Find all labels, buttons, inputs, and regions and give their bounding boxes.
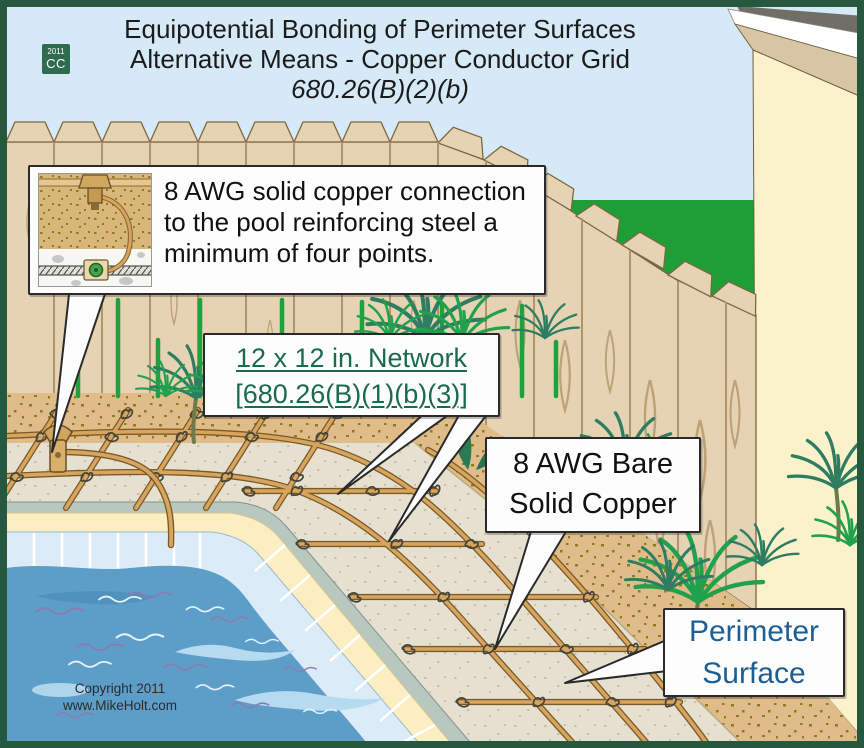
pool-water (6, 565, 385, 742)
bare-copper-callout: 8 AWG Bare Solid Copper (485, 437, 701, 533)
network-code-reference: [680.26(B)(1)(b)(3)] (235, 379, 468, 409)
network-line-1: 12 x 12 in. Network (235, 343, 468, 373)
bare-copper-callout-text: 8 AWG Bare Solid Copper (487, 439, 699, 524)
title-code-reference: 680.26(B)(2)(b) (291, 74, 469, 104)
copyright-notice: Copyright 2011 www.MikeHolt.com (30, 680, 210, 714)
sand-border (6, 393, 864, 742)
roof-soffit (727, 8, 864, 61)
copyright-url: www.MikeHolt.com (62, 698, 178, 713)
connection-line-1: 8 AWG solid copper connection (164, 176, 526, 206)
connection-callout-text: 8 AWG solid copper connection to the poo… (164, 176, 544, 269)
roof-eave (733, 23, 864, 99)
badge-cc: CC (46, 56, 66, 71)
callout-tails (51, 284, 677, 684)
rebar-connection-inset (37, 173, 153, 287)
network-callout: 12 x 12 in. Network [680.26(B)(1)(b)(3)] (203, 333, 500, 417)
perimeter-surface-callout: Perimeter Surface (663, 608, 845, 697)
bare-copper-line-1: 8 AWG Bare (512, 448, 674, 480)
year-badge: 2011 CC (42, 44, 70, 74)
badge-year: 2011 (47, 47, 65, 56)
perimeter-surface-callout-text: Perimeter Surface (665, 610, 843, 695)
title-block: Equipotential Bonding of Perimeter Surfa… (20, 14, 740, 104)
perimeter-line-2: Surface (702, 657, 806, 690)
roof-fascia (737, 6, 864, 34)
bonding-wire (56, 448, 175, 549)
connection-line-3: minimum of four points. (164, 238, 435, 268)
copyright-line-1: Copyright 2011 (74, 681, 166, 696)
connection-callout: 8 AWG solid copper connection to the poo… (28, 165, 546, 295)
perimeter-line-1: Perimeter (688, 615, 820, 648)
connection-line-2: to the pool reinforcing steel a (164, 207, 498, 237)
title-line-2: Alternative Means - Copper Conductor Gri… (129, 44, 630, 74)
bare-copper-line-2: Solid Copper (509, 488, 677, 520)
network-callout-text: 12 x 12 in. Network [680.26(B)(1)(b)(3)] (205, 335, 498, 412)
title-line-1: Equipotential Bonding of Perimeter Surfa… (124, 14, 636, 44)
